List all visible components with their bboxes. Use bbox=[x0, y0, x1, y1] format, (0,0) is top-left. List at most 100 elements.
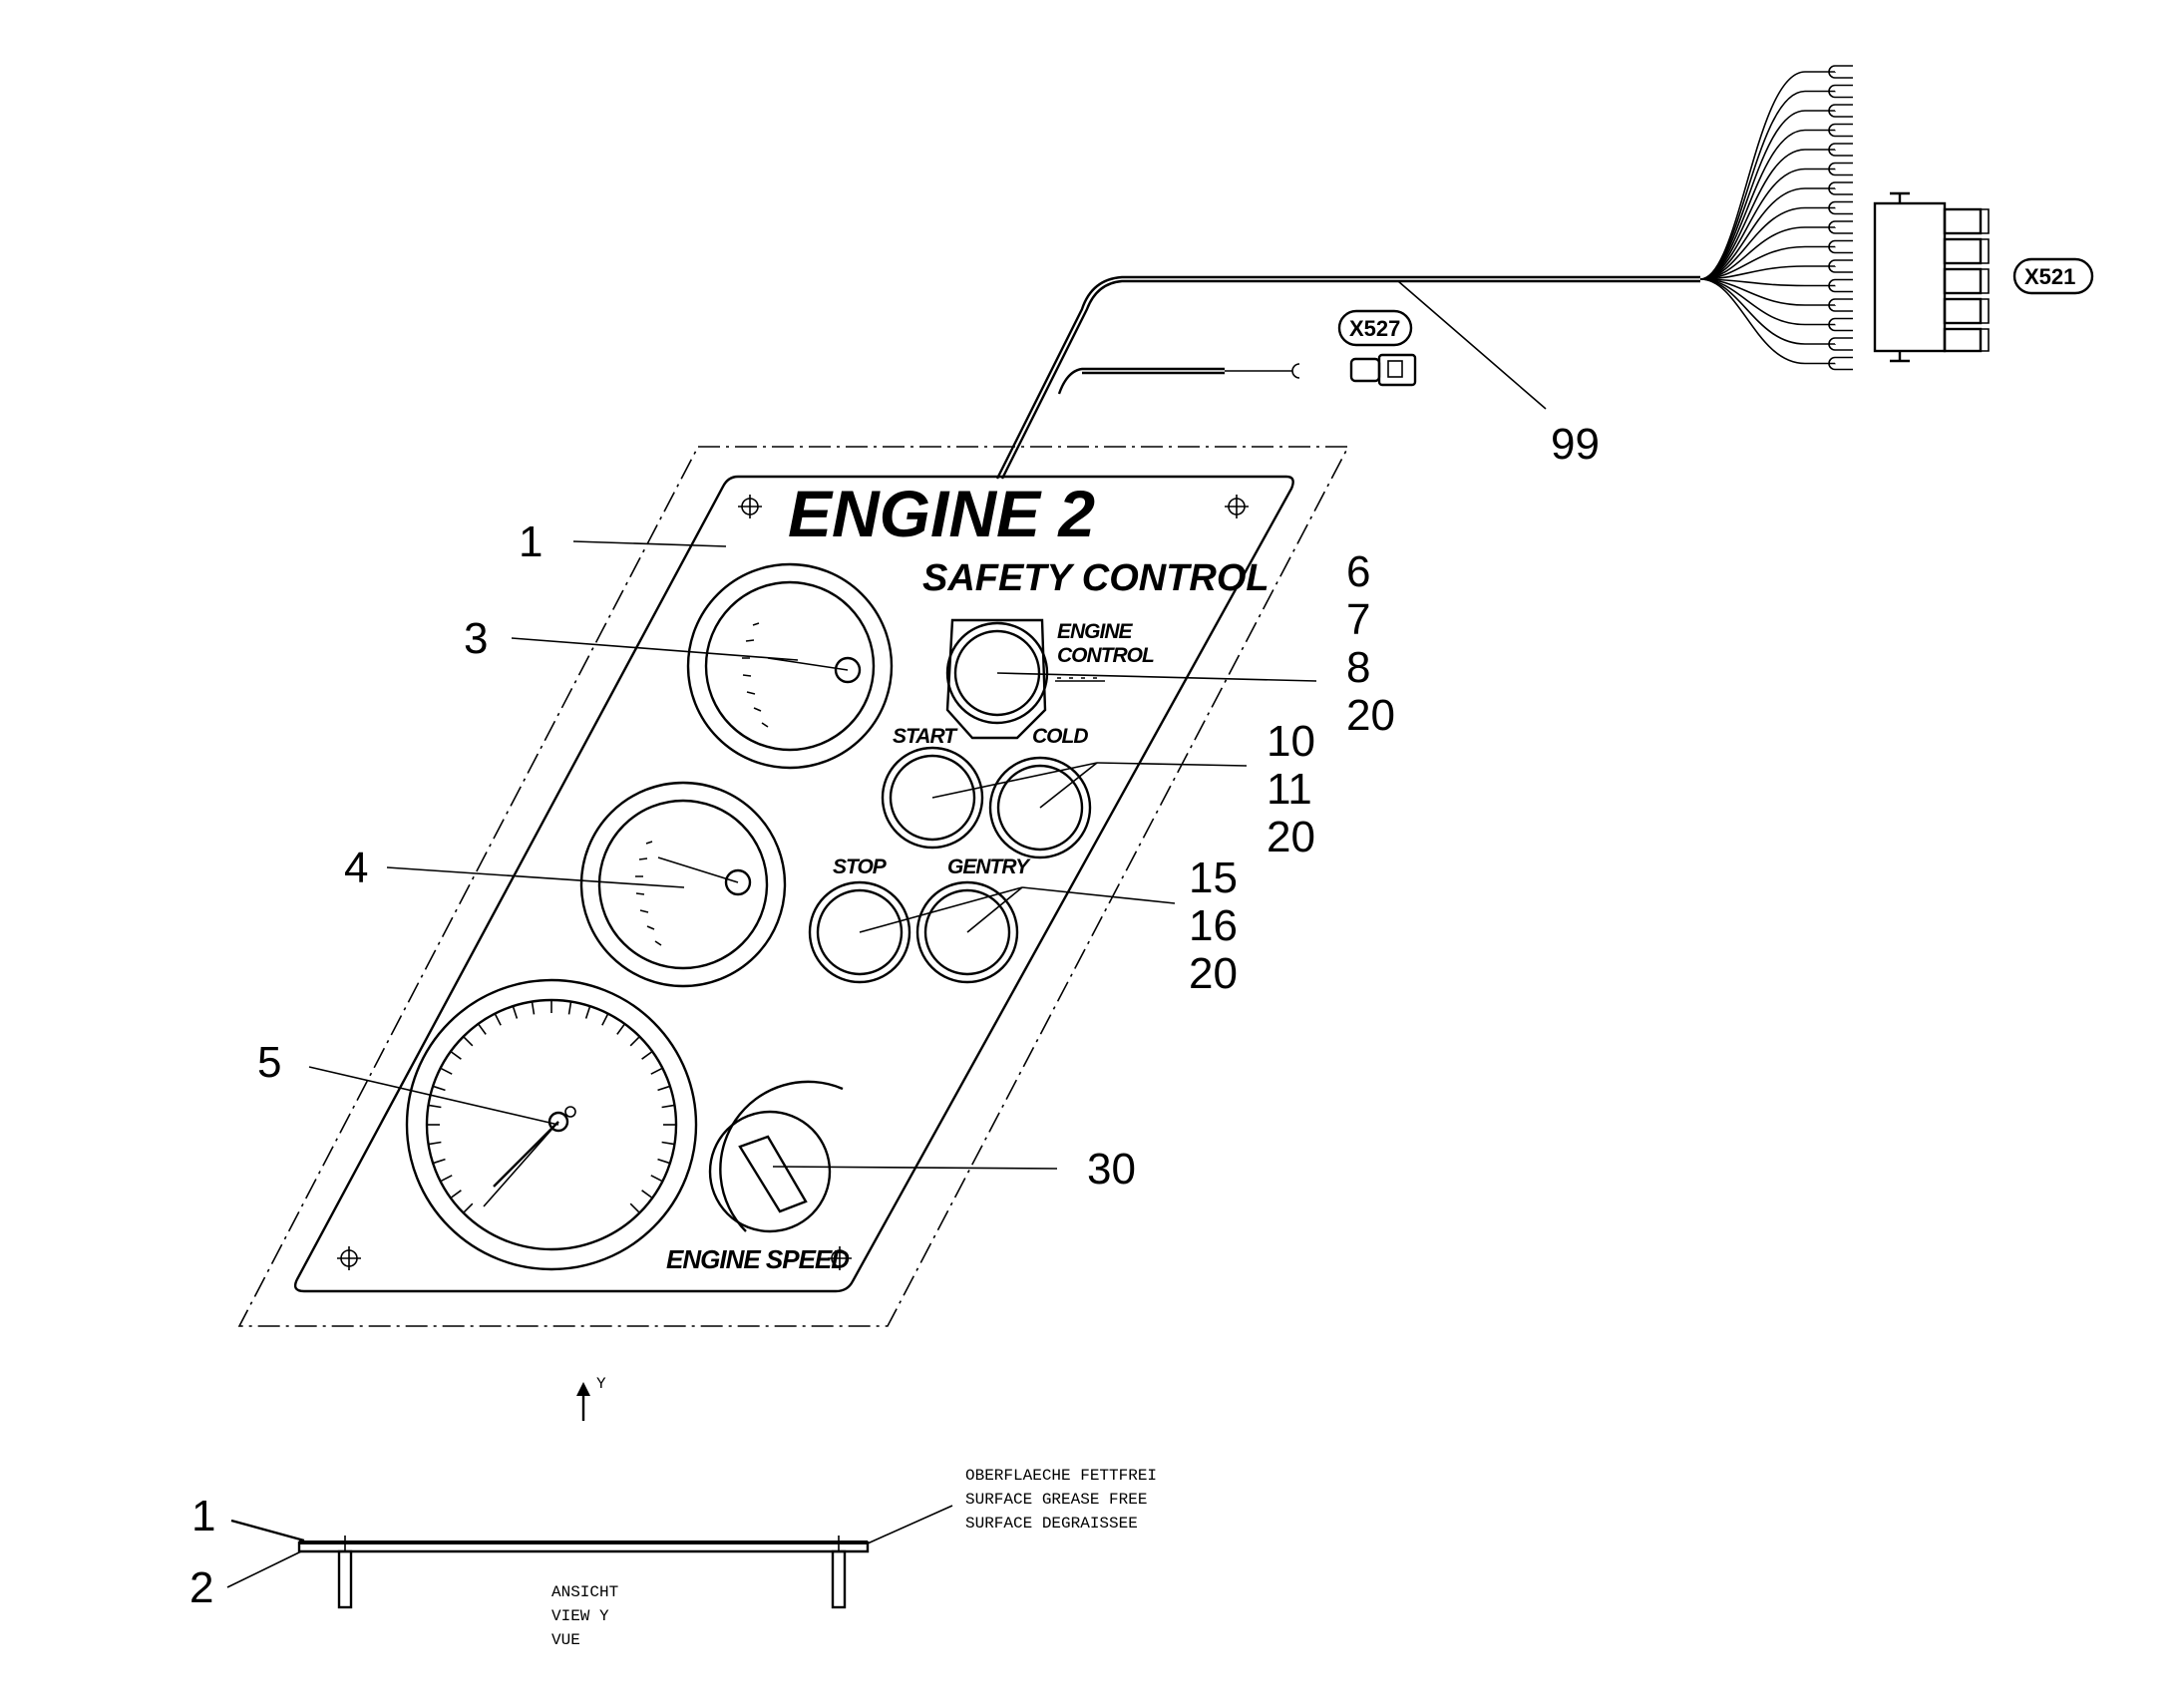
fanout-wire bbox=[1699, 84, 1853, 280]
callout-30: 30 bbox=[1087, 1145, 1136, 1194]
fanout-wire bbox=[1699, 278, 1853, 312]
callout-10: 10 bbox=[1267, 717, 1315, 766]
x527-label: X527 bbox=[1349, 316, 1400, 341]
engine-control-label-line3 bbox=[1055, 677, 1105, 682]
tach-tick bbox=[629, 1036, 640, 1047]
tach-tick bbox=[433, 1158, 446, 1165]
gentry-label: GENTRY bbox=[947, 855, 1031, 878]
engine-speed-label: ENGINE SPEED bbox=[666, 1244, 850, 1274]
callout-5: 5 bbox=[257, 1038, 281, 1087]
callout-11: 11 bbox=[1267, 765, 1312, 814]
fanout-wire bbox=[1699, 65, 1853, 280]
tach-tick bbox=[441, 1175, 453, 1183]
tach-tick bbox=[463, 1036, 474, 1047]
x527-connector bbox=[1337, 309, 1417, 387]
tach-tick bbox=[512, 1006, 519, 1019]
side-callout-1: 1 bbox=[191, 1492, 215, 1540]
gauge-5-engine-speed bbox=[405, 978, 698, 1271]
fanout-wire bbox=[1699, 278, 1853, 293]
fanout-wire bbox=[1699, 104, 1853, 280]
tach-tick bbox=[584, 1006, 591, 1019]
tach-tick bbox=[451, 1051, 462, 1060]
stop-button bbox=[808, 880, 911, 984]
side-view-panel bbox=[226, 1505, 953, 1609]
gauge-4 bbox=[579, 781, 787, 988]
rotary-switch-30 bbox=[708, 1080, 844, 1233]
callout-4: 4 bbox=[344, 844, 368, 892]
mount-symbol-top-left bbox=[738, 495, 762, 518]
stop-label: STOP bbox=[833, 855, 888, 878]
tach-tick bbox=[429, 1141, 442, 1146]
view-y-arrow bbox=[576, 1382, 590, 1421]
fanout-wire bbox=[1699, 123, 1853, 280]
mount-symbol-bottom-left bbox=[337, 1246, 361, 1270]
engine-control-label-line1: ENGINE bbox=[1057, 620, 1134, 643]
view-caption-line1: ANSICHT bbox=[551, 1583, 618, 1601]
callout-1: 1 bbox=[519, 517, 543, 566]
wiring-harness bbox=[995, 275, 1700, 480]
callout-99: 99 bbox=[1551, 420, 1600, 469]
panel-title: ENGINE 2 bbox=[788, 477, 1095, 550]
panel-envelope-outline bbox=[237, 446, 1350, 1327]
fanout-wire bbox=[1699, 143, 1853, 280]
fanout-wire bbox=[1699, 220, 1853, 280]
surface-note-line3: SURFACE DEGRAISSEE bbox=[965, 1515, 1138, 1533]
engine-control-switch bbox=[945, 618, 1049, 740]
tach-tick bbox=[441, 1067, 453, 1075]
tach-tick bbox=[494, 1014, 502, 1026]
harness-fanout-wires bbox=[1699, 65, 1853, 371]
x521-label: X521 bbox=[2024, 264, 2075, 289]
callout-3: 3 bbox=[464, 614, 488, 663]
tach-tick bbox=[531, 1002, 536, 1015]
fanout-wire bbox=[1699, 278, 1853, 351]
fanout-wire bbox=[1699, 162, 1853, 280]
side-callout-2: 2 bbox=[189, 1563, 213, 1612]
callout-20-b: 20 bbox=[1267, 813, 1315, 861]
tach-tick bbox=[463, 1202, 474, 1213]
tach-tick bbox=[478, 1024, 487, 1035]
fanout-wire bbox=[1699, 259, 1853, 280]
tach-tick bbox=[451, 1190, 462, 1198]
start-label: START bbox=[893, 725, 958, 748]
surface-note-line1: OBERFLAECHE FETTFREI bbox=[965, 1467, 1157, 1485]
x521-connector bbox=[1873, 191, 2094, 363]
view-caption-line2: VIEW Y bbox=[551, 1607, 609, 1625]
callout-leaders bbox=[308, 280, 1547, 1170]
callout-6: 6 bbox=[1346, 547, 1370, 596]
mount-symbol-top-right bbox=[1225, 495, 1249, 518]
fanout-wire bbox=[1699, 239, 1853, 280]
tach-tick bbox=[661, 1104, 674, 1109]
tach-tick bbox=[567, 1002, 572, 1015]
callout-8: 8 bbox=[1346, 643, 1370, 692]
callout-7: 7 bbox=[1346, 595, 1370, 644]
tach-tick bbox=[650, 1067, 662, 1075]
fanout-wire bbox=[1699, 278, 1853, 332]
callout-20-c: 20 bbox=[1189, 949, 1238, 998]
tach-tick bbox=[650, 1175, 662, 1183]
view-caption-line3: VUE bbox=[551, 1631, 580, 1649]
tach-tick bbox=[616, 1024, 625, 1035]
tach-ticks bbox=[428, 1001, 675, 1213]
panel-plate bbox=[293, 475, 1294, 1293]
callout-20-a: 20 bbox=[1346, 691, 1395, 740]
tach-tick bbox=[433, 1085, 446, 1092]
mount-symbol-bottom-right bbox=[828, 1246, 852, 1270]
fanout-wire bbox=[1699, 278, 1853, 371]
gauge-3 bbox=[686, 562, 894, 770]
tach-tick bbox=[657, 1085, 670, 1092]
cold-label: COLD bbox=[1032, 725, 1088, 748]
cold-button bbox=[988, 756, 1092, 859]
surface-note-line2: SURFACE GREASE FREE bbox=[965, 1491, 1147, 1509]
tach-tick bbox=[629, 1202, 640, 1213]
view-y-marker: Y bbox=[596, 1375, 606, 1393]
start-button bbox=[881, 746, 984, 850]
tach-tick bbox=[601, 1014, 609, 1026]
tach-tick bbox=[641, 1190, 652, 1198]
fanout-wire bbox=[1699, 200, 1853, 280]
fanout-wire bbox=[1699, 181, 1853, 280]
tach-tick bbox=[429, 1104, 442, 1109]
tach-tick bbox=[661, 1141, 674, 1146]
callout-16: 16 bbox=[1189, 901, 1238, 950]
tach-tick bbox=[641, 1051, 652, 1060]
